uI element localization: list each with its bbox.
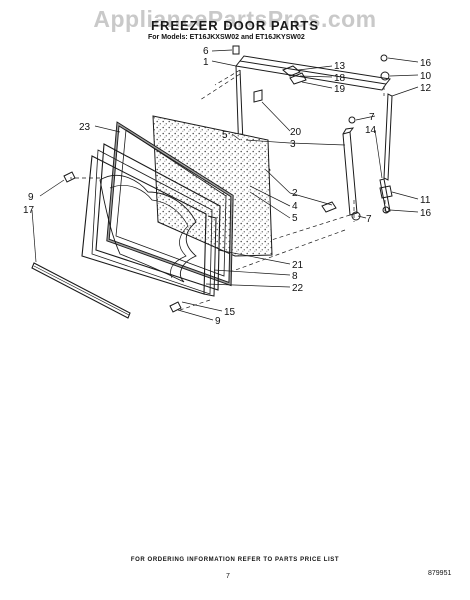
door-liner [95, 143, 221, 291]
top-channel [235, 60, 387, 91]
model-numbers: For Models: ET16JKXSW02 and ET16JKYSW02 [148, 34, 305, 41]
page-number: 7 [226, 573, 230, 580]
callout-14: 14 [365, 125, 377, 136]
ordering-info-note: FOR ORDERING INFORMATION REFER TO PARTS … [130, 557, 340, 563]
callout-4: 4 [292, 201, 298, 212]
hinge-bushing [380, 71, 390, 81]
callout-21: 21 [292, 260, 304, 271]
page-title: FREEZER DOOR PARTS [151, 18, 319, 33]
callout-17: 17 [23, 205, 35, 216]
callout-10: 10 [420, 71, 432, 82]
callout-12: 12 [420, 83, 432, 94]
callout-5a: 5 [222, 130, 228, 141]
bracket [282, 65, 301, 77]
document-number: 879951 [428, 570, 452, 577]
callout-1: 1 [203, 57, 209, 68]
callout-18: 18 [334, 73, 346, 84]
insulation-panel [152, 115, 273, 257]
callout-23: 23 [79, 122, 91, 133]
callout-7b: 7 [366, 214, 372, 225]
callout-6: 6 [203, 46, 209, 57]
callout-3: 3 [290, 139, 296, 150]
callout-8: 8 [292, 271, 298, 282]
callout-16a: 16 [420, 58, 432, 69]
callout-15: 15 [224, 307, 236, 318]
callout-16b: 16 [420, 208, 432, 219]
callout-20: 20 [290, 127, 302, 138]
callout-19: 19 [334, 84, 346, 95]
callout-11: 11 [420, 195, 431, 206]
hinge-pin [232, 45, 240, 55]
screw [380, 54, 388, 62]
callout-13: 13 [334, 61, 346, 72]
callout-22: 22 [292, 283, 304, 294]
trim-rod [383, 93, 393, 181]
callout-9a: 9 [28, 192, 34, 203]
callout-9b: 9 [215, 316, 221, 327]
watermark: AppliancePartsPros.com [93, 6, 377, 32]
callout-2: 2 [292, 188, 298, 199]
callout-7a: 7 [369, 112, 375, 123]
callout-5b: 5 [292, 213, 298, 224]
bracket-plate [289, 72, 307, 85]
spacer [253, 89, 263, 103]
bottom-trim [31, 262, 131, 319]
side-channel [342, 131, 358, 216]
